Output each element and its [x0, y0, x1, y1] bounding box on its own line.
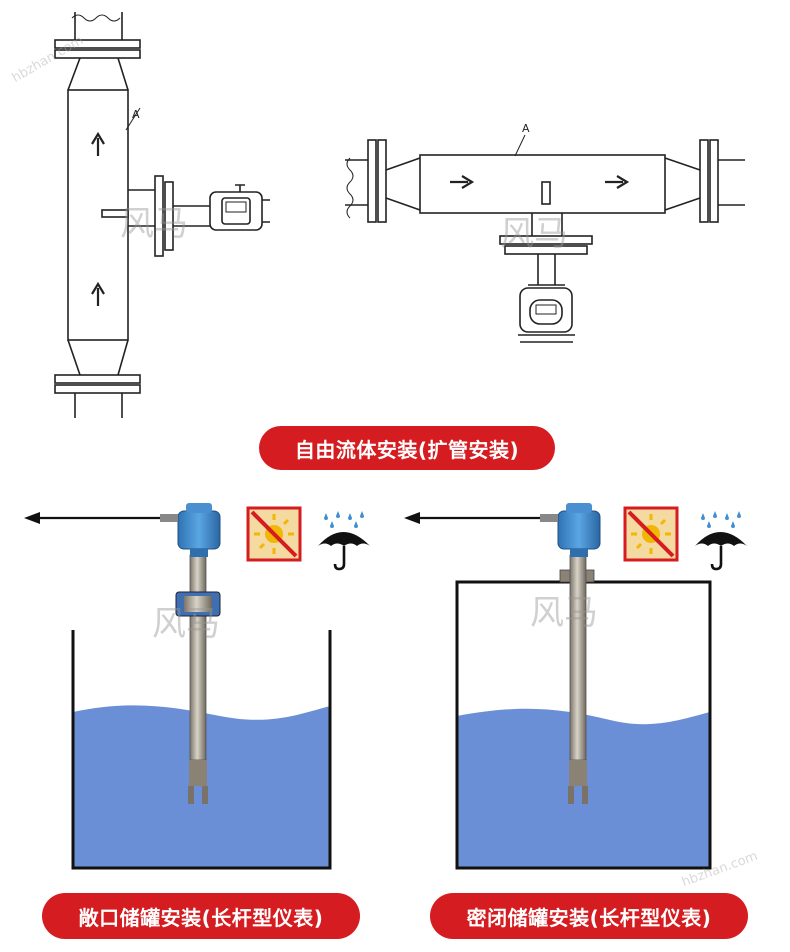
free-flow-install-label: 自由流体安装(扩管安装) [259, 426, 555, 470]
open-tank-liquid [73, 705, 330, 868]
horizontal-pipe-mark: A [522, 122, 530, 135]
closed-tank-installation [412, 503, 712, 870]
open-tank-installation [32, 503, 332, 870]
open-tank-install-label: 敞口储罐安装(长杆型仪表) [42, 893, 360, 939]
closed-tank-install-label: 密闭储罐安装(长杆型仪表) [430, 893, 748, 939]
vertical-pipe-installation [54, 12, 270, 418]
horizontal-pipe-installation [345, 134, 745, 343]
umbrella-rain-icon [695, 511, 747, 571]
no-sun-icon [246, 506, 302, 562]
umbrella-rain-icon [318, 511, 370, 571]
no-sun-icon [623, 506, 679, 562]
arrow-left-icon [404, 512, 420, 524]
arrow-left-icon [24, 512, 40, 524]
vertical-pipe-mark: A [132, 108, 140, 121]
